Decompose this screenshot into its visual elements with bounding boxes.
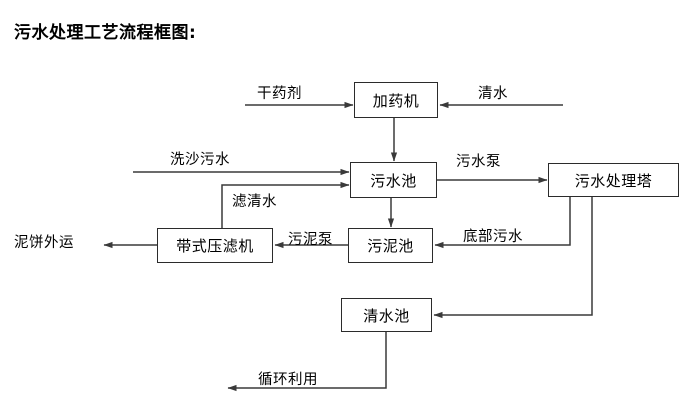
node-label: 污泥池 xyxy=(367,237,414,255)
node-clean-water-pool[interactable]: 清水池 xyxy=(341,298,432,332)
node-label: 污水池 xyxy=(370,171,417,190)
node-sewage-treatment-tower[interactable]: 污水处理塔 xyxy=(548,163,679,197)
terminal-label-mud-cake-outbound: 泥饼外运 xyxy=(14,235,74,251)
edge-clean-water-pool-to-recycle xyxy=(227,332,387,392)
node-label: 加药机 xyxy=(372,91,420,110)
edge-label-recycle-use: 循环利用 xyxy=(258,372,318,388)
page-title: 污水处理工艺流程框图: xyxy=(14,23,197,43)
edge-label-filtered-water: 滤清水 xyxy=(232,194,277,210)
node-label: 污水处理塔 xyxy=(574,171,653,190)
edge-label-bottom-sewage: 底部污水 xyxy=(463,229,523,245)
node-dosing-machine[interactable]: 加药机 xyxy=(354,82,438,118)
node-label: 清水池 xyxy=(363,306,410,325)
edge-treatment-tower-to-clean-water-pool xyxy=(433,197,593,319)
edge-label-clean-water-in: 清水 xyxy=(478,86,508,102)
edge-label-dry-reagent: 干药剂 xyxy=(257,86,302,102)
node-belt-filter-press[interactable]: 带式压滤机 xyxy=(157,228,273,263)
edge-treatment-tower-to-sludge-pool xyxy=(434,197,571,249)
node-label: 带式压滤机 xyxy=(176,237,254,255)
edge-belt-filter-press-to-sewage-pool xyxy=(221,181,350,228)
node-sewage-pool[interactable]: 污水池 xyxy=(350,162,437,198)
edge-label-sewage-pump: 污水泵 xyxy=(456,154,501,170)
node-sludge-pool[interactable]: 污泥池 xyxy=(348,228,433,263)
edge-label-sludge-pump: 污泥泵 xyxy=(288,232,333,248)
edge-label-sand-wash-sewage: 洗沙污水 xyxy=(170,152,230,168)
